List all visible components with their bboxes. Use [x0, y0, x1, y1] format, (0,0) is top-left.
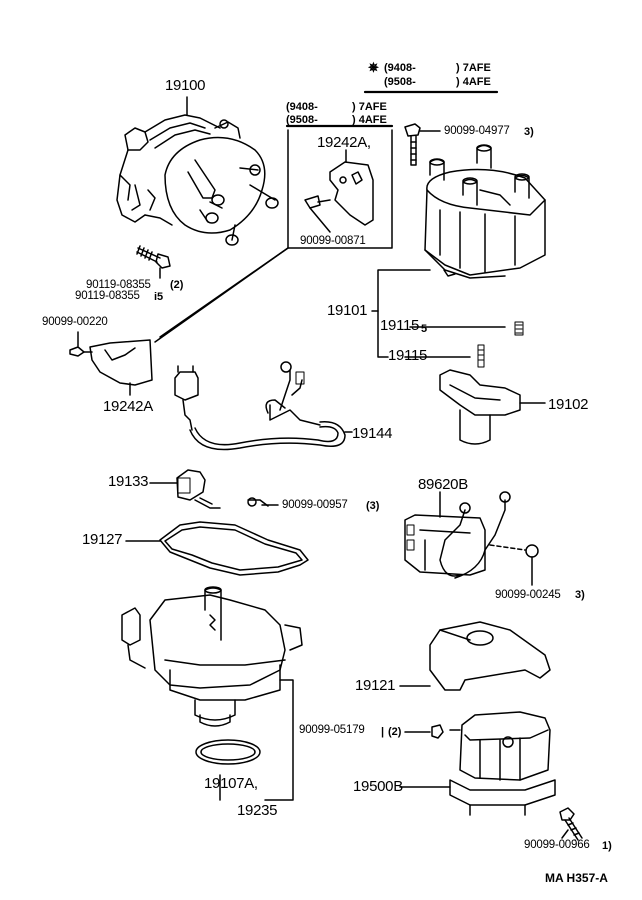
part-label-19100[interactable]: 19100	[165, 77, 206, 94]
bracket-in-box-drawing	[304, 149, 374, 233]
box-note-row-2-model: ) 4AFE	[352, 114, 387, 126]
cover-drawing	[399, 621, 551, 691]
part-label-89620B[interactable]: 89620B	[418, 476, 468, 493]
part-label-19242A[interactable]: 19242A	[103, 398, 153, 415]
part-label-19235[interactable]: 19235	[237, 802, 278, 819]
part-label-19102[interactable]: 19102	[548, 396, 589, 413]
part-label-90099-00871[interactable]: 90099-00871	[300, 235, 366, 247]
carbon-center-drawing	[477, 321, 524, 368]
note-row-1-model: ) 7AFE	[456, 62, 491, 74]
part-label-19144[interactable]: 19144	[352, 425, 393, 442]
part-label-19115-b[interactable]: 19115	[388, 347, 428, 364]
part-label-90119-08355-a[interactable]: 90119-08355	[86, 279, 151, 291]
screw-90099-04977-drawing	[404, 123, 441, 166]
part-label-90099-05179[interactable]: 90099-05179	[299, 724, 365, 736]
part-label-19121[interactable]: 19121	[355, 677, 396, 694]
igniter-drawing	[404, 491, 539, 586]
part-label-19242A-box[interactable]: 19242A,	[317, 134, 371, 151]
box-note-row-2-code: (9508-	[286, 114, 318, 126]
qty-90119-08355-a: (2)	[170, 279, 184, 291]
gasket-drawing	[125, 521, 309, 576]
part-label-19127[interactable]: 19127	[82, 531, 123, 548]
bracket-19242A-drawing	[69, 331, 153, 396]
part-label-90099-00220[interactable]: 90099-00220	[42, 316, 108, 328]
qty-90099-04977: 3)	[524, 126, 534, 138]
part-label-19500B[interactable]: 19500B	[353, 778, 403, 795]
part-label-19101[interactable]: 19101	[327, 302, 368, 319]
note-star-icon: ✵	[368, 60, 379, 75]
qty-90099-00966: 1)	[602, 840, 612, 852]
diagram-code: MA H357-A	[545, 871, 608, 885]
part-label-19133[interactable]: 19133	[108, 473, 149, 490]
qty-screw-2: |	[381, 726, 385, 738]
part-label-90099-04977[interactable]: 90099-04977	[444, 125, 510, 137]
qty-90099-00245: 3)	[575, 589, 585, 601]
box-note-row-1-model: ) 7AFE	[352, 101, 387, 113]
wire-harness-drawing	[174, 361, 353, 451]
part-label-90119-08355-b[interactable]: 90119-08355	[75, 290, 140, 302]
part-label-90099-00966[interactable]: 90099-00966	[524, 839, 590, 851]
box-note-row-1-code: (9408-	[286, 101, 318, 113]
bracket-box-lines	[154, 124, 394, 343]
note-row-1-code: (9408-	[384, 62, 416, 74]
qty-90099-00957: (3)	[366, 500, 380, 512]
note-row-2-model: ) 4AFE	[456, 76, 491, 88]
condenser-drawing	[149, 469, 221, 509]
o-ring-drawing	[195, 739, 261, 801]
part-label-19115-a[interactable]: 19115	[380, 317, 420, 334]
part-label-90099-00957[interactable]: 90099-00957	[282, 499, 348, 511]
housing-assembly-drawing	[121, 586, 303, 801]
part-label-19107A[interactable]: 19107A,	[204, 775, 258, 792]
distributor-assembly-drawing	[116, 96, 279, 246]
bolt-90119-08355-drawing	[136, 245, 171, 279]
bolt-90099-00966-drawing	[559, 807, 583, 841]
qty-90119-08355-b: i5	[154, 291, 164, 303]
coil-housing-drawing	[399, 711, 556, 816]
part-label-90099-00245[interactable]: 90099-00245	[495, 589, 561, 601]
distributor-cap-drawing	[424, 144, 546, 279]
rotor-drawing	[439, 369, 546, 445]
screw-90099-00957-drawing	[247, 497, 279, 507]
note-row-2-code: (9508-	[384, 76, 416, 88]
qty-19115-a: 5	[421, 323, 428, 335]
qty-90099-05179-screw: (2)	[388, 726, 402, 738]
cap-leader-lines	[371, 269, 506, 358]
